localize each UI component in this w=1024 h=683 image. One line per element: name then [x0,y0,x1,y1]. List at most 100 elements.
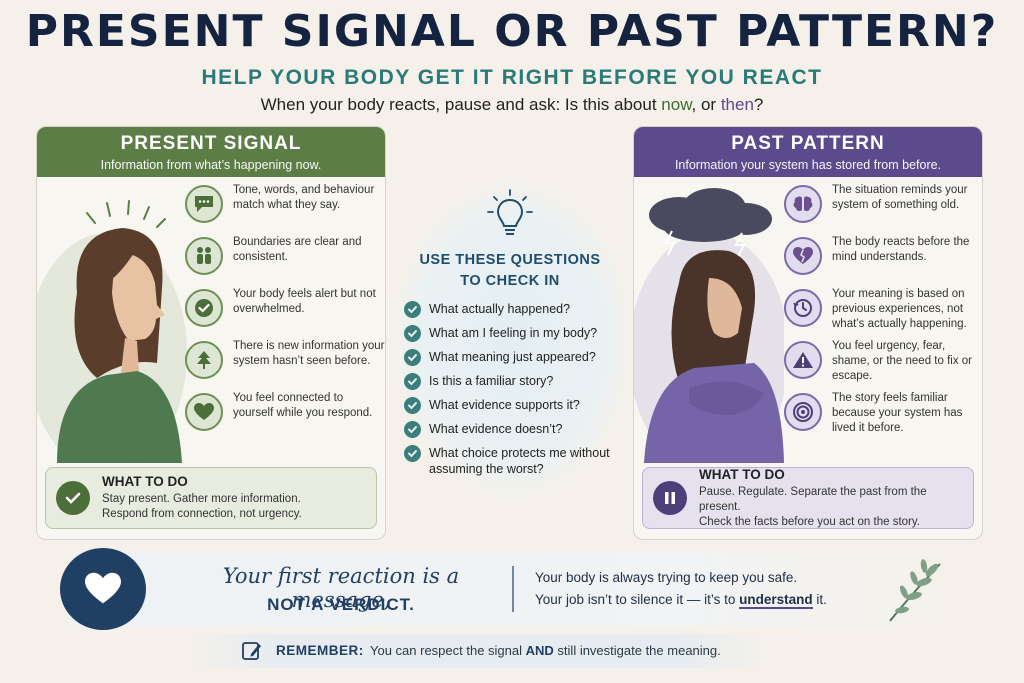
banner-side-emphasis: understand [739,592,813,609]
present-signal-title: PRESENT SIGNAL [120,133,302,154]
list-item: What am I feeling in my body? [404,325,630,342]
remember-text-post: still investigate the meaning. [553,643,721,658]
questions-list: What actually happened? What am I feelin… [404,301,630,484]
list-item: What evidence supports it? [404,397,630,414]
speech-bubble-icon [185,185,223,223]
list-item: The situation reminds your system of som… [784,183,982,229]
question-now: now [661,95,692,114]
list-item: What choice protects me without assuming… [404,445,630,477]
two-people-icon [185,237,223,275]
present-item-text: Your body feels alert but not overwhelme… [233,288,376,315]
banner-quote-line2: NOT A VERDICT. [267,595,415,614]
question-text: What choice protects me without assuming… [429,446,610,476]
guiding-question: When your body reacts, pause and ask: Is… [0,95,1024,115]
check-icon [56,481,90,515]
calm-woman-illustration [37,183,187,473]
past-todo-title: WHAT TO DO [699,466,785,482]
question-pre: When your body reacts, pause and ask: Is… [260,95,662,114]
past-what-to-do: WHAT TO DO Pause. Regulate. Separate the… [642,467,974,529]
questions-title-line2: TO CHECK IN [460,273,560,289]
list-item: Your meaning is based on previous experi… [784,287,982,333]
past-item-text: The situation reminds your system of som… [832,184,968,211]
present-item-text: Boundaries are clear and consistent. [233,236,362,263]
tree-icon [185,341,223,379]
past-pattern-header: PAST PATTERN Information your system has… [634,127,982,177]
list-item: The story feels familiar because your sy… [784,391,982,437]
present-what-to-do: WHAT TO DO Stay present. Gather more inf… [45,467,377,529]
present-todo-line1: Stay present. Gather more information. [102,493,301,505]
page-title: PRESENT SIGNAL OR PAST PATTERN? [25,6,999,57]
list-item: There is new information your system has… [185,339,385,385]
past-item-text: The story feels familiar because your sy… [832,392,963,434]
past-item-text: The body reacts before the mind understa… [832,236,970,263]
present-signal-description: Information from what’s happening now. [100,158,322,172]
question-text: What evidence doesn’t? [429,422,563,436]
check-icon [185,289,223,327]
question-text: What meaning just appeared? [429,350,596,364]
past-todo-line1: Pause. Regulate. Separate the past from … [699,485,927,513]
list-item: The body reacts before the mind understa… [784,235,982,281]
target-icon [784,393,822,431]
past-pattern-panel: PAST PATTERN Information your system has… [633,126,983,540]
present-item-text: There is new information your system has… [233,340,385,367]
list-item: What evidence doesn’t? [404,421,630,438]
heart-icon [185,393,223,431]
brain-icon [784,185,822,223]
question-post: ? [753,95,764,114]
list-item: What meaning just appeared? [404,349,630,366]
question-then: then [720,95,754,114]
check-icon [404,349,421,366]
question-text: What actually happened? [429,302,571,316]
past-pattern-title: PAST PATTERN [731,133,885,154]
present-signal-header: PRESENT SIGNAL Information from what’s h… [37,127,385,177]
question-text: What evidence supports it? [429,398,580,412]
leaf-sprig-icon [880,556,950,626]
present-signal-list: Tone, words, and behaviour match what th… [185,183,385,443]
banner-side-pre: Your job isn’t to silence it — it’s to [535,592,740,607]
present-item-text: Tone, words, and behaviour match what th… [233,184,375,211]
past-item-text: You feel urgency, fear, shame, or the ne… [832,340,972,382]
check-icon [404,301,421,318]
broken-heart-icon [784,237,822,275]
check-icon [404,421,421,438]
banner-side-post: it. [812,592,827,607]
banner-quote-line1: Your first reaction is a message, [222,564,460,612]
past-pattern-list: The situation reminds your system of som… [784,183,982,443]
banner-divider [512,566,514,612]
remember-text-emphasis: AND [525,643,554,658]
banner-side-line1: Your body is always trying to keep you s… [535,570,798,585]
remember-strip [196,634,756,668]
present-todo-title: WHAT TO DO [102,474,188,489]
question-text: Is this a familiar story? [429,374,554,388]
list-item: Your body feels alert but not overwhelme… [185,287,385,333]
past-item-text: Your meaning is based on previous experi… [832,288,967,330]
remember-text-pre: You can respect the signal [370,643,526,658]
list-item: Tone, words, and behaviour match what th… [185,183,385,229]
check-icon [404,445,421,462]
pencil-note-icon [240,639,264,663]
list-item: You feel connected to yourself while you… [185,391,385,437]
lightbulb-icon [485,188,535,240]
question-text: What am I feeling in my body? [429,326,598,340]
check-icon [404,397,421,414]
page-subtitle: HELP YOUR BODY GET IT RIGHT BEFORE YOU R… [201,66,823,89]
distressed-woman-illustration [634,183,789,473]
present-signal-panel: PRESENT SIGNAL Information from what’s h… [36,126,386,540]
check-icon [404,325,421,342]
banner-side-line2: Your job isn’t to silence it — it’s to u… [535,592,827,609]
list-item: Boundaries are clear and consistent. [185,235,385,281]
pause-icon [653,481,687,515]
questions-title-line1: USE THESE QUESTIONS [419,252,601,268]
heart-badge [60,548,146,630]
list-item: You feel urgency, fear, shame, or the ne… [784,339,982,385]
questions-title: USE THESE QUESTIONS TO CHECK IN [400,250,620,292]
heart-icon [85,572,121,604]
question-mid: , or [691,95,721,114]
past-pattern-description: Information your system has stored from … [674,158,942,172]
warning-icon [784,341,822,379]
list-item: What actually happened? [404,301,630,318]
remember-label: REMEMBER: [276,643,364,658]
present-item-text: You feel connected to yourself while you… [233,392,373,419]
message-banner [70,552,950,626]
clock-history-icon [784,289,822,327]
